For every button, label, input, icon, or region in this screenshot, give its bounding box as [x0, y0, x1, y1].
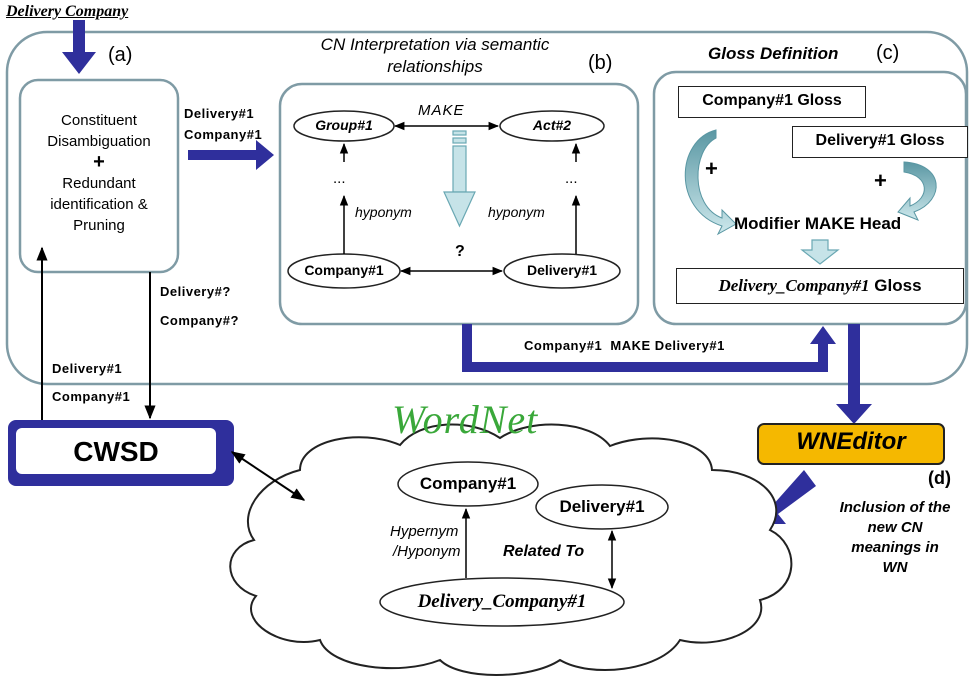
- hyponym-left-label: hyponym: [355, 204, 412, 220]
- arrow-ab-line2: Company#1: [184, 127, 263, 142]
- arrow-a-to-b: [188, 140, 274, 170]
- cwsd-inner: [16, 428, 216, 474]
- curve-arrow-left: [684, 129, 737, 236]
- related-to-label: Related To: [503, 543, 585, 560]
- question-label: ?: [455, 243, 465, 260]
- arrow-c-to-wneditor: [836, 324, 872, 424]
- panel-b-tag: (b): [588, 52, 613, 74]
- panel-a-tag: (a): [108, 44, 133, 66]
- delivery-b-label: Delivery#1: [526, 262, 598, 278]
- panel-a-content: Constituent Disambiguation + Redundant i…: [20, 110, 178, 236]
- make-label: MAKE: [418, 102, 465, 119]
- panel-a-line4: identification &: [50, 196, 148, 213]
- input-term: Delivery Company: [6, 3, 129, 20]
- panel-a-line2: Disambiguation: [47, 133, 151, 150]
- delivery-wn-label: Delivery#1: [559, 497, 645, 516]
- arrow-ab-line1: Delivery#1: [184, 106, 255, 121]
- wordnet-cloud: [229, 423, 793, 676]
- panel-b-title-line1: CN Interpretation via semantic: [320, 35, 550, 54]
- panel-a-line3: Redundant: [62, 175, 136, 192]
- to-cwsd-line1: Delivery#?: [160, 284, 231, 299]
- result-gloss: Delivery_Company#1 Gloss: [676, 276, 964, 296]
- panel-d-line2: new CN: [867, 519, 923, 536]
- panel-d-line3: meanings in: [851, 539, 939, 556]
- cwsd-wordnet-link: [230, 451, 306, 501]
- company-wn-label: Company#1: [419, 474, 517, 493]
- panel-a-line1: Constituent: [61, 112, 137, 129]
- wneditor-label: WNEditor: [796, 428, 906, 455]
- delivery-node-wn: [535, 484, 669, 530]
- company-gloss-box: [678, 86, 866, 118]
- to-cwsd-line2: Company#?: [160, 313, 239, 328]
- panel-d-line4: WN: [882, 559, 908, 576]
- company-node-wn: [397, 461, 539, 507]
- company-gloss: Company#1 Gloss: [702, 92, 842, 109]
- modifier-make-head: Modifier MAKE Head: [734, 214, 902, 233]
- inference-down-arrow: [443, 130, 476, 228]
- arrow-b-to-c: [462, 324, 836, 372]
- panel-c-title: Gloss Definition: [708, 44, 839, 63]
- curve-arrow-right: [897, 161, 937, 221]
- group-label: Group#1: [315, 117, 373, 133]
- company-b-label: Company#1: [304, 262, 384, 278]
- act-node: [499, 110, 605, 142]
- relation-arrow-label: Company#1 MAKE Delivery#1: [524, 338, 725, 353]
- dots-left: ...: [333, 170, 346, 187]
- delivery-company-node-wn: [379, 577, 625, 627]
- from-cwsd-line1: Delivery#1: [52, 361, 123, 376]
- panel-d-text: Inclusion of the new CN meanings in WN: [820, 498, 970, 578]
- result-gloss-name: Delivery_Company#1: [718, 276, 870, 295]
- hyponym-right-label: hyponym: [488, 204, 545, 220]
- panel-a-line5: Pruning: [73, 217, 125, 234]
- result-gloss-box: [676, 268, 964, 304]
- panel-b-title-line2: relationships: [387, 57, 483, 76]
- panel-d-tag: (d): [928, 468, 951, 488]
- delivery-gloss: Delivery#1 Gloss: [815, 132, 945, 149]
- panel-d-line1: Inclusion of the: [839, 499, 951, 516]
- result-gloss-suffix: Gloss: [874, 276, 922, 295]
- delivery-gloss-box: [792, 126, 968, 158]
- panel-a-box: [18, 78, 180, 274]
- wordnet-logo: WordNet: [392, 397, 539, 442]
- act-label: Act#2: [532, 117, 572, 133]
- plus-right: +: [874, 168, 887, 193]
- panel-a-plus: +: [93, 151, 105, 173]
- hypernym-line2: /Hyponym: [393, 543, 461, 560]
- modifier-down-arrow: [800, 239, 840, 265]
- delivery-node-b: [503, 253, 621, 289]
- delivery-company-wn-label: Delivery_Company#1: [417, 591, 587, 612]
- dots-right: ...: [565, 170, 578, 187]
- cwsd-label: CWSD: [73, 436, 159, 467]
- panel-c-tag: (c): [876, 42, 900, 64]
- hypernym-line1: Hypernym: [390, 523, 459, 540]
- panel-b-title: CN Interpretation via semantic relations…: [270, 34, 600, 78]
- plus-left: +: [705, 156, 718, 181]
- wneditor-box: [757, 423, 945, 465]
- from-cwsd-line2: Company#1: [52, 389, 131, 404]
- input-down-arrow: [62, 20, 96, 74]
